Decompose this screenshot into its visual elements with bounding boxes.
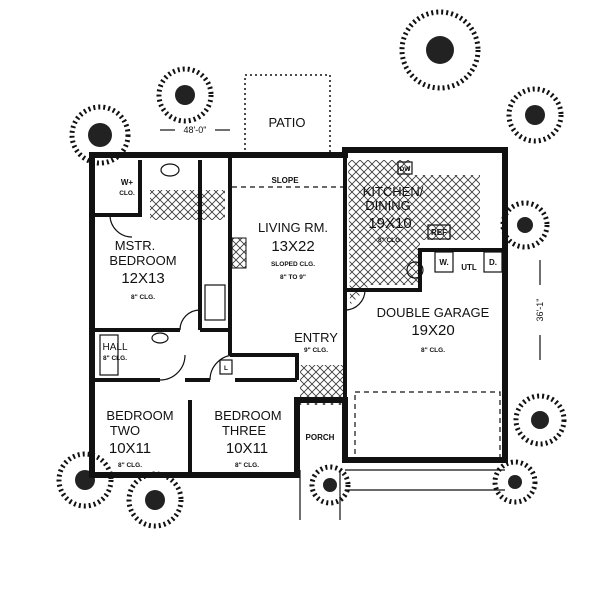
dishwasher-label: DW	[400, 166, 412, 173]
master-bedroom-label: MSTR.	[115, 238, 155, 253]
door-swing[interactable]	[159, 354, 186, 381]
bedroom-two-label: TWO	[110, 423, 140, 438]
kitchen-floor-tile	[348, 160, 480, 305]
entry-label: ENTRY	[294, 330, 338, 345]
living-room-ceiling: SLOPED CLG.	[271, 261, 315, 268]
tree-icon	[69, 104, 131, 166]
bedroom-three-ceiling: 8" CLG.	[235, 462, 259, 469]
bedroom-two-label: BEDROOM	[106, 408, 173, 423]
door-swing[interactable]	[344, 289, 366, 311]
washer-label: W.	[439, 258, 448, 267]
door-swing[interactable]	[209, 354, 236, 381]
tree-icon	[492, 459, 538, 505]
kitchen-label: KITCHEN/	[363, 184, 424, 199]
garage-size: 19X20	[411, 322, 454, 339]
fireplace	[231, 237, 247, 269]
living-room-label: LIVING RM.	[258, 220, 328, 235]
dryer	[483, 251, 503, 273]
walkway	[299, 469, 505, 520]
linen-closet	[219, 359, 233, 375]
tree-icon	[56, 451, 114, 509]
closet-label: W+	[121, 178, 134, 187]
interior-wall	[345, 248, 505, 292]
bedroom-two-size: 10X11	[109, 440, 151, 457]
kitchen-label: DINING	[365, 198, 411, 213]
water-heater	[406, 261, 424, 279]
tree-icon	[126, 471, 184, 529]
porch-label: PORCH	[306, 433, 335, 442]
bedroom-three-size: 10X11	[226, 440, 268, 457]
kitchen-ceiling: 8" CLG.	[378, 237, 402, 244]
kitchen-size: 19X10	[368, 215, 411, 232]
master-bedroom-label: BEDROOM	[109, 253, 176, 268]
slope-label: SLOPE	[271, 176, 299, 185]
refrigerator-label: REF	[431, 228, 447, 237]
closet-shelf	[204, 284, 226, 321]
hall-ceiling: 8" CLG.	[103, 355, 127, 362]
dryer-label: D.	[489, 258, 497, 267]
hall-label: HALL	[102, 342, 127, 353]
overall-depth-dimension: 36'-1"	[535, 299, 545, 322]
utility-label: UTL	[461, 263, 477, 272]
bedroom-three-label: THREE	[222, 423, 266, 438]
linen-label: L	[224, 365, 228, 372]
garage-door[interactable]	[354, 391, 501, 459]
garage-ceiling: 8" CLG.	[421, 347, 445, 354]
tree-icon	[506, 86, 564, 144]
patio	[244, 74, 331, 156]
bedroom-two-ceiling: 8" CLG.	[118, 462, 142, 469]
washer	[434, 251, 454, 273]
bedroom-three-label: BEDROOM	[214, 408, 281, 423]
master-bedroom-size: 12X13	[121, 270, 164, 287]
sink	[160, 163, 180, 177]
tree-icon	[500, 200, 550, 250]
interior-wall	[230, 353, 299, 380]
tree-icon	[156, 66, 214, 124]
tree-icon	[513, 393, 567, 447]
door-swing[interactable]	[179, 309, 201, 331]
garage-label: DOUBLE GARAGE	[377, 305, 490, 320]
overall-width-dimension: 48'-0"	[184, 125, 207, 135]
living-room-ceiling-range: 8" TO 9"	[280, 274, 306, 281]
bath-floor-tile	[150, 190, 225, 220]
landscaping-trees	[56, 9, 567, 529]
door-swing[interactable]	[109, 214, 133, 238]
master-bedroom-ceiling: 8" CLG.	[131, 294, 155, 301]
bathtub	[99, 334, 119, 376]
sink	[151, 332, 169, 344]
dishwasher	[397, 161, 413, 175]
closet-label: CLO.	[119, 190, 135, 197]
doors	[109, 214, 366, 381]
refrigerator	[427, 224, 451, 240]
interior-wall	[92, 160, 142, 217]
patio-label: PATIO	[268, 115, 305, 130]
living-room-size: 13X22	[271, 238, 314, 255]
tree-icon	[309, 464, 351, 506]
tree-icon	[399, 9, 481, 91]
entry-ceiling: 9" CLG.	[304, 347, 328, 354]
